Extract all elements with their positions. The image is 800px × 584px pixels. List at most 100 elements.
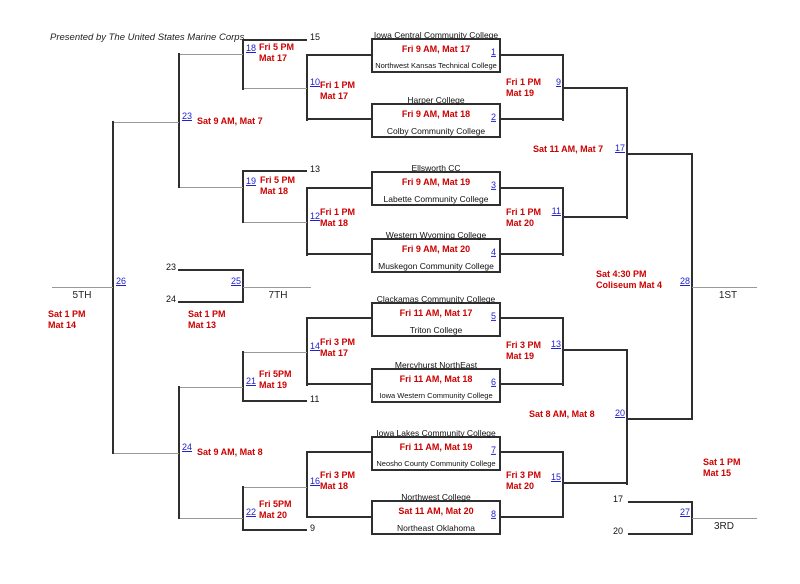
third-place-line <box>692 518 757 519</box>
bracket-line <box>501 54 563 56</box>
match-number-link[interactable]: 8 <box>490 508 496 519</box>
bracket-line <box>307 383 371 385</box>
match-number-link[interactable]: 24 <box>182 442 193 452</box>
match-schedule: Fri 5 PM Mat 17 <box>259 42 294 63</box>
fifth-place-line <box>52 287 113 288</box>
schedule-mat: Mat 17 <box>320 90 349 101</box>
loser-from-match-label: 20 <box>612 526 623 536</box>
match-number-link[interactable]: 25 <box>230 276 241 286</box>
schedule-mat: Mat 17 <box>320 347 349 358</box>
match-number-link[interactable]: 18 <box>246 43 257 53</box>
match-number-link[interactable]: 2 <box>490 111 496 122</box>
match-number-link[interactable]: 4 <box>490 246 496 257</box>
schedule-time: Fri 1 PM <box>506 77 542 87</box>
bracket-line <box>501 118 563 120</box>
match-number-link[interactable]: 14 <box>310 341 321 351</box>
loser-drop-line <box>178 301 243 303</box>
match-box-7: Iowa Lakes Community College Fri 11 AM, … <box>371 428 501 471</box>
team-name: Northwest Kansas Technical College <box>375 61 497 70</box>
bracket-line <box>307 317 371 319</box>
match-number-link[interactable]: 17 <box>614 143 625 153</box>
match-number-link[interactable]: 19 <box>246 176 257 186</box>
match-number-link[interactable]: 21 <box>246 376 257 386</box>
bracket-line <box>501 253 563 255</box>
winner-line <box>243 88 307 89</box>
loser-from-match-label: 15 <box>310 32 321 42</box>
schedule-time: Fri 1 PM <box>506 207 542 217</box>
winner-line <box>243 487 307 488</box>
winner-line <box>113 122 179 123</box>
match-schedule: Fri 3 PM Mat 19 <box>506 340 541 361</box>
bracket-line <box>501 383 563 385</box>
winner-line <box>179 387 243 388</box>
match-number-link[interactable]: 5 <box>490 310 496 321</box>
bracket-line <box>306 317 308 386</box>
match-schedule: Sat 1 PM Mat 15 <box>703 457 741 478</box>
schedule-mat: Coliseum Mat 4 <box>596 279 663 290</box>
match-box-3: Ellsworth CC Fri 9 AM, Mat 19 Labette Co… <box>371 163 501 206</box>
loser-from-match-label: 11 <box>310 394 320 404</box>
bracket-line <box>307 54 371 56</box>
match-number-link[interactable]: 13 <box>550 339 561 349</box>
match-number-link[interactable]: 23 <box>182 111 193 121</box>
match-schedule: Fri 11 AM, Mat 17 <box>399 308 473 318</box>
match-number-link[interactable]: 27 <box>679 507 690 517</box>
match-schedule: Fri 11 AM, Mat 19 <box>399 442 473 452</box>
bracket-line <box>562 187 564 256</box>
seventh-place-line <box>243 287 311 288</box>
match-number-link[interactable]: 9 <box>555 77 561 87</box>
team-name: Northeast Oklahoma <box>397 523 475 533</box>
match-number-link[interactable]: 15 <box>550 472 561 482</box>
match-number-link[interactable]: 11 <box>551 206 561 216</box>
bracket-line <box>307 187 371 189</box>
match-box-1: Iowa Central Community College Fri 9 AM,… <box>371 30 501 73</box>
first-place-label: 1ST <box>718 290 738 301</box>
schedule-time: Fri 5 PM <box>259 42 295 52</box>
schedule-mat: Mat 15 <box>703 467 732 478</box>
bracket-line <box>178 53 180 188</box>
match-number-link[interactable]: 12 <box>310 211 321 221</box>
bracket-line <box>563 482 627 484</box>
bracket-line <box>562 451 564 518</box>
match-number-link[interactable]: 28 <box>679 276 690 286</box>
bracket-line <box>307 516 371 518</box>
match-number-link[interactable]: 10 <box>310 77 321 87</box>
winner-line <box>243 222 307 223</box>
match-number-link[interactable]: 1 <box>490 46 496 57</box>
match-number-link[interactable]: 22 <box>246 507 257 517</box>
match-number-link[interactable]: 26 <box>116 276 127 286</box>
bracket-line <box>627 153 692 155</box>
team-name: Western Wyoming College <box>385 230 487 240</box>
match-number-link[interactable]: 20 <box>614 408 625 418</box>
match-schedule: Fri 1 PM Mat 20 <box>506 207 541 228</box>
schedule-time: Fri 5PM <box>259 369 292 379</box>
match-schedule: Fri 1 PM Mat 19 <box>506 77 541 98</box>
match-schedule: Fri 1 PM Mat 17 <box>320 80 355 101</box>
schedule-mat: Mat 18 <box>260 185 289 196</box>
loser-drop-line <box>243 400 307 402</box>
schedule-time: Fri 5 PM <box>260 175 296 185</box>
match-number-link[interactable]: 3 <box>490 179 496 190</box>
loser-from-match-label: 17 <box>612 494 623 504</box>
first-place-line <box>692 287 757 288</box>
loser-drop-line <box>628 533 692 535</box>
match-number-link[interactable]: 6 <box>490 376 496 387</box>
bracket-line <box>691 153 693 420</box>
schedule-mat: Mat 19 <box>259 379 288 390</box>
schedule-time: Fri 3 PM <box>320 470 356 480</box>
match-schedule: Sat 1 PM Mat 13 <box>188 309 226 330</box>
match-schedule: Sat 8 AM, Mat 8 <box>529 409 595 419</box>
winner-line <box>179 54 243 55</box>
bracket-line <box>242 39 244 90</box>
loser-drop-line <box>243 170 307 172</box>
loser-from-match-label: 9 <box>310 523 316 533</box>
bracket-line <box>627 418 692 420</box>
team-name: Muskegon Community College <box>378 261 494 271</box>
team-name: Labette Community College <box>383 194 489 204</box>
schedule-time: Sat 4:30 PM <box>596 269 647 279</box>
match-box-6: Mercyhurst NorthEast Fri 11 AM, Mat 18 I… <box>371 360 501 403</box>
match-number-link[interactable]: 16 <box>310 476 321 486</box>
bracket-line <box>626 349 628 485</box>
bracket-line <box>563 87 627 89</box>
match-number-link[interactable]: 7 <box>490 444 496 455</box>
